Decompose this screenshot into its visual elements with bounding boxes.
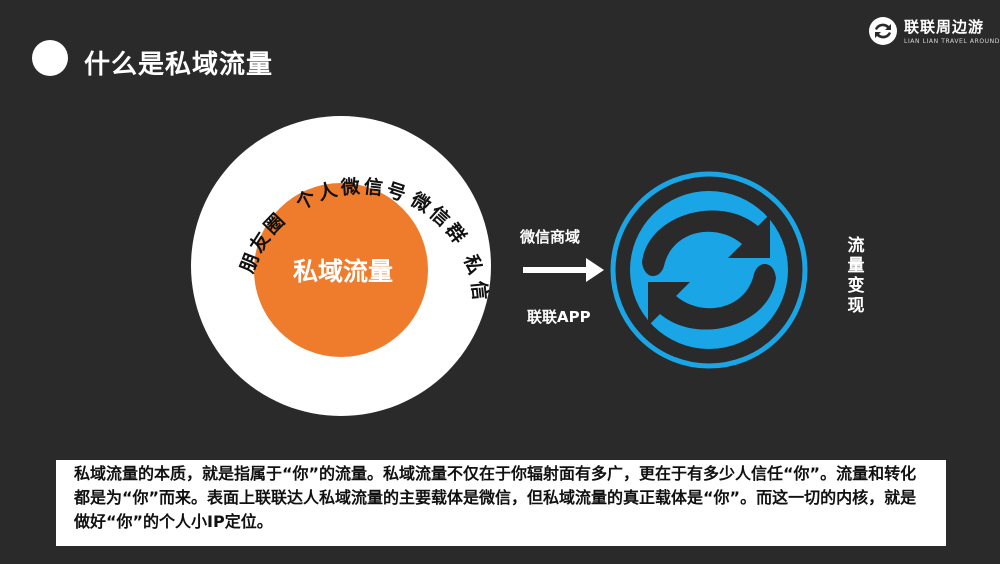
arrow-bottom-label: 联联APP [527,308,591,326]
monetization-label: 流量变现 [847,236,865,316]
description-box: 私域流量的本质，就是指属于“你”的流量。私域流量不仅在于你辐射面有多广，更在于有… [56,460,946,546]
arrow-top-label: 微信商域 [520,228,581,246]
brand-subtitle: LIAN LIAN TRAVEL AROUND [904,38,1000,45]
brand-logo-block: 联联周边游 LIAN LIAN TRAVEL AROUND [868,14,999,54]
right-arrow-icon [523,258,604,282]
center-label: 私域流量 [293,257,393,286]
header-bullet-dot [32,40,68,76]
page-title: 什么是私域流量 [84,50,274,80]
lianlian-logo-icon [869,17,897,45]
traffic-diagram: 私域流量 朋友圈 个人微信号 微信群 私信 [191,116,808,416]
lianlian-large-logo-icon [610,171,808,369]
center-circle [254,183,428,357]
brand-name: 联联周边游 [904,18,985,36]
description-text: 私域流量的本质，就是指属于“你”的流量。私域流量不仅在于你辐射面有多广，更在于有… [74,464,917,531]
